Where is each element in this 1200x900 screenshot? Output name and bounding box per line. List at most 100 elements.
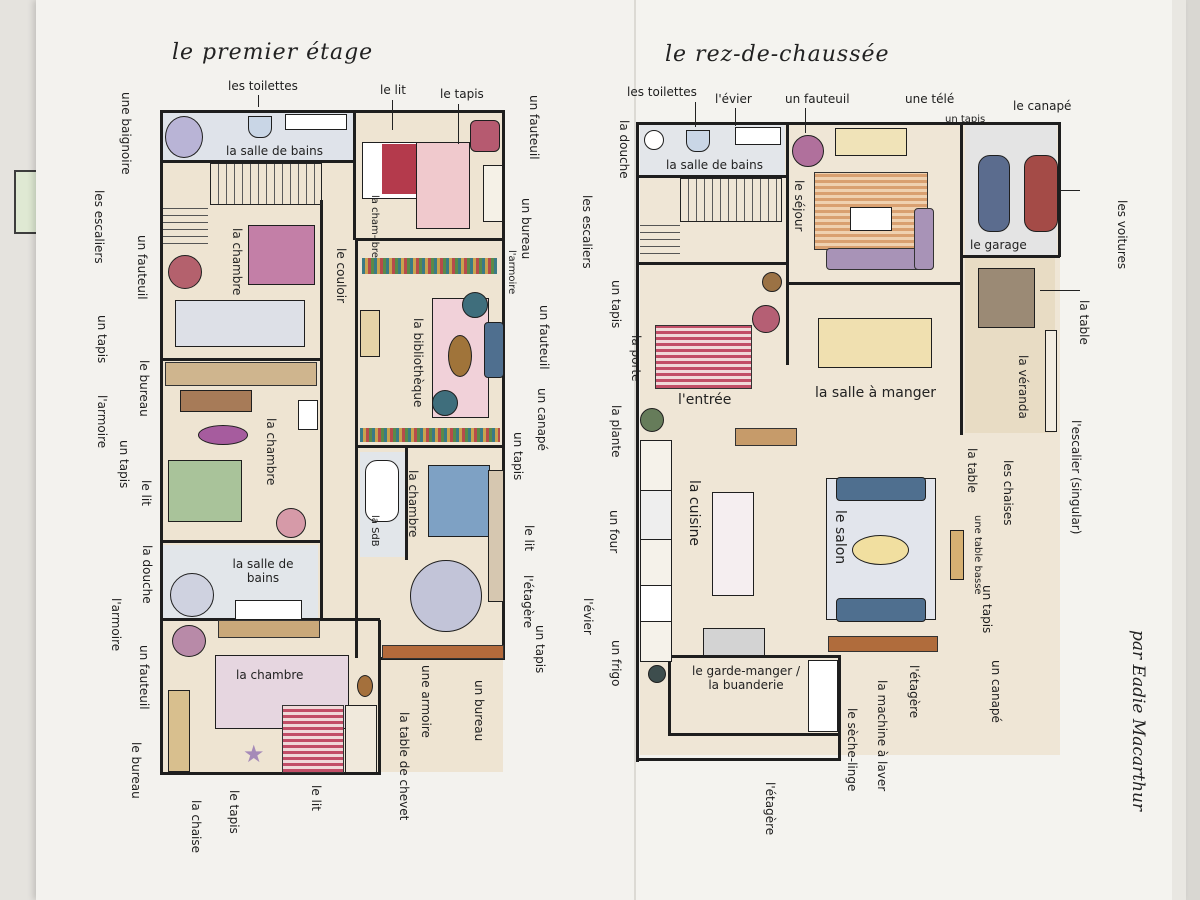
signature: par Eadie Macarthur — [1128, 630, 1148, 812]
label-wardrobe-left2: l'armoire — [109, 598, 123, 652]
oven-icon — [640, 490, 672, 540]
label-rug-living: un tapis — [945, 114, 986, 125]
label-dryer: le sèche-linge — [845, 708, 859, 792]
room-ground-bathroom: la salle de bains — [666, 158, 763, 172]
label-rug-top: le tapis — [440, 87, 484, 101]
label-sink-ground: l'évier — [715, 92, 752, 106]
bed-hearts-icon — [248, 225, 315, 285]
label-rug-left: un tapis — [95, 315, 109, 364]
leader-line — [1060, 190, 1080, 191]
label-fridge: un frigo — [609, 640, 623, 687]
room-entrance: l'entrée — [678, 392, 732, 408]
room-sdb: la SdB — [369, 515, 380, 547]
basket-icon — [276, 508, 306, 538]
bookshelf-top — [362, 258, 497, 274]
wall — [636, 122, 1061, 125]
nightstand-icon — [357, 675, 373, 697]
label-rug-entrance: un tapis — [609, 280, 623, 329]
plant-entrance-icon — [762, 272, 782, 292]
label-tv: une télé — [905, 92, 955, 106]
kitchen-island-icon — [712, 492, 754, 596]
wall — [353, 110, 356, 240]
label-chair: la chaise — [189, 800, 203, 854]
bathtub-icon — [165, 116, 203, 158]
sofa-ground-side-icon — [914, 208, 934, 270]
room-bedroom-mid: la chambre — [264, 418, 278, 486]
label-wardrobe-right: l'armoire — [506, 250, 517, 295]
label-rug-bottom: le tapis — [227, 790, 241, 834]
lounge-shelf-icon — [828, 636, 938, 652]
label-stairs-ground: les escaliers — [580, 195, 594, 269]
wall — [838, 655, 841, 761]
wall — [668, 655, 671, 735]
kitchen-appliance-icon — [703, 628, 765, 656]
label-oven: un four — [607, 510, 621, 554]
veranda-staircase-icon — [1045, 330, 1057, 432]
wall — [355, 445, 505, 448]
armchair-entrance-icon — [752, 305, 780, 333]
label-desk-left: le bureau — [137, 360, 151, 417]
label-nightstand: la table de chevet — [397, 712, 411, 821]
rug-top-icon — [416, 142, 470, 229]
wall — [160, 110, 505, 113]
wall — [636, 175, 786, 178]
wall — [160, 358, 322, 361]
label-chairs: les chaises — [1001, 460, 1015, 526]
sink-icon — [285, 114, 347, 130]
wall — [789, 282, 961, 285]
label-kitchen-sink: l'évier — [581, 598, 595, 635]
desk-left-icon — [180, 390, 252, 412]
label-desk-left2: le bureau — [129, 742, 143, 799]
label-armchair-left: un fauteuil — [135, 235, 149, 300]
label-plant: la plante — [609, 405, 623, 458]
label-sofa-lounge: un canapé — [989, 660, 1003, 723]
tv-icon — [835, 128, 907, 156]
wall — [668, 655, 840, 658]
coffee-table-icon — [852, 535, 909, 565]
toilet-icon — [248, 116, 272, 138]
label-armchair-right: un fauteuil — [537, 305, 551, 370]
kitchen-counter-icon — [640, 440, 672, 662]
upper-stairs-2 — [163, 205, 208, 250]
room-veranda: la véranda — [1016, 355, 1030, 419]
label-armchair-left2: un fauteuil — [137, 645, 151, 710]
label-bed-bottom: le lit — [309, 785, 323, 811]
shower-icon — [170, 573, 214, 617]
wall — [160, 540, 322, 543]
room-library: la bibliothèque — [411, 318, 425, 408]
library-desk-icon — [360, 310, 380, 357]
wall — [668, 733, 840, 736]
leader-line — [258, 95, 259, 107]
ground-floor-title: le rez-de-chaussée — [665, 42, 890, 67]
leader-line — [1040, 290, 1080, 291]
label-dining-table: la table — [965, 448, 979, 493]
label-bed-right: le lit — [522, 525, 536, 551]
entrance-shelf-icon — [735, 428, 797, 446]
bed-right-icon — [428, 465, 490, 537]
car-red-icon — [1024, 155, 1058, 232]
label-shower-ground: la douche — [617, 120, 631, 179]
library-armchair-icon — [462, 292, 488, 318]
label-rug-right: un tapis — [533, 625, 547, 674]
sink-ground-icon — [735, 127, 781, 145]
wall — [320, 200, 323, 620]
sofa-lounge-top-icon — [836, 477, 926, 501]
label-shower-upper: la douche — [140, 545, 154, 604]
armchair-bottom-icon — [172, 625, 206, 657]
chair-left-icon — [298, 400, 318, 430]
page-edge-left — [0, 0, 36, 900]
armchair-left-icon — [168, 255, 202, 289]
room-bathroom-top: la salle de bains — [226, 144, 323, 158]
plant-icon — [640, 408, 664, 432]
label-coffee-table: une table basse — [972, 515, 983, 595]
room-bedroom-right: la chambre — [406, 470, 420, 538]
leader-line — [805, 108, 806, 133]
upper-floor-title: le premier étage — [172, 40, 374, 65]
veranda-table-icon — [978, 268, 1035, 328]
desk-top-icon — [483, 165, 503, 222]
armchair-ground-icon — [792, 135, 824, 167]
label-shelf-laundry: l'étagère — [907, 665, 921, 719]
page-edge-right — [1172, 0, 1186, 900]
label-toilets-ground: les toilettes — [627, 85, 697, 99]
room-lounge: le salon — [832, 510, 848, 565]
